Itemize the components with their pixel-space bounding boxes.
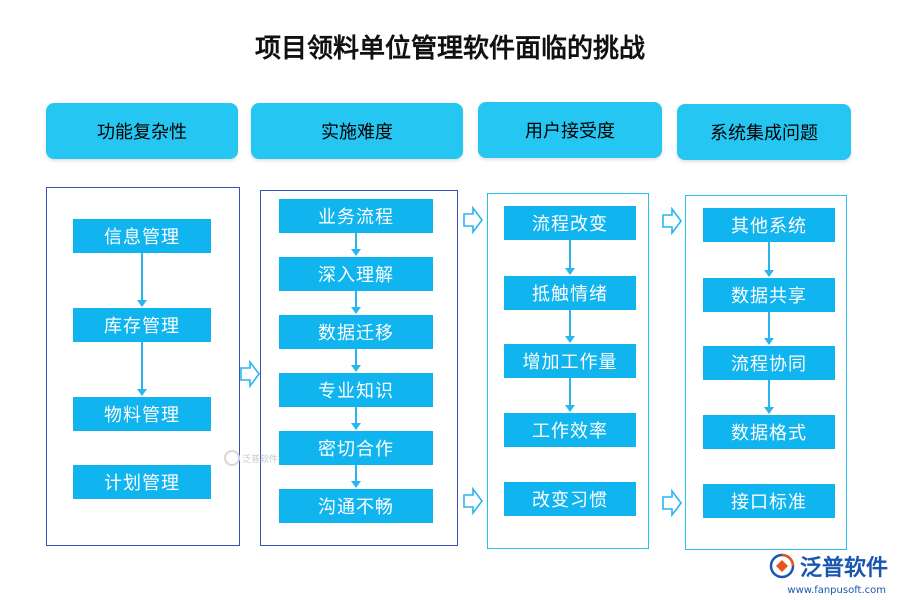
right-arrow-icon bbox=[240, 360, 260, 388]
flow-arrow bbox=[351, 465, 361, 488]
item-expertise: 专业知识 bbox=[279, 373, 433, 407]
header-implementation-difficulty: 实施难度 bbox=[251, 103, 463, 159]
flow-arrow bbox=[764, 312, 774, 345]
flow-arrow bbox=[764, 242, 774, 277]
right-arrow-icon bbox=[463, 206, 483, 234]
item-data-migration: 数据迁移 bbox=[279, 315, 433, 349]
flow-arrow bbox=[137, 253, 147, 307]
watermark-logo-icon bbox=[224, 450, 240, 466]
flow-arrow bbox=[351, 291, 361, 314]
flow-arrow bbox=[351, 407, 361, 430]
header-system-integration: 系统集成问题 bbox=[677, 104, 851, 160]
flow-arrow bbox=[137, 342, 147, 396]
item-inventory-management: 库存管理 bbox=[73, 308, 211, 342]
right-arrow-icon bbox=[662, 207, 682, 235]
header-user-acceptance: 用户接受度 bbox=[478, 102, 662, 158]
item-deep-understanding: 深入理解 bbox=[279, 257, 433, 291]
flow-arrow bbox=[565, 310, 575, 343]
flow-arrow bbox=[565, 240, 575, 275]
fanpu-logo-icon bbox=[769, 553, 795, 579]
right-arrow-icon bbox=[662, 489, 682, 517]
item-resistance: 抵触情绪 bbox=[504, 276, 636, 310]
brand-logo: 泛普软件 bbox=[768, 550, 888, 582]
header-functional-complexity: 功能复杂性 bbox=[46, 103, 238, 159]
item-business-process: 业务流程 bbox=[279, 199, 433, 233]
item-info-management: 信息管理 bbox=[73, 219, 211, 253]
item-data-sharing: 数据共享 bbox=[703, 278, 835, 312]
watermark-text: 泛普软件 bbox=[242, 454, 279, 465]
page-title: 项目领料单位管理软件面临的挑战 bbox=[254, 34, 645, 64]
item-poor-communication: 沟通不畅 bbox=[279, 489, 433, 523]
flow-arrow bbox=[764, 380, 774, 414]
item-process-change: 流程改变 bbox=[504, 206, 636, 240]
item-close-cooperation: 密切合作 bbox=[279, 431, 433, 465]
flow-arrow bbox=[351, 349, 361, 372]
item-plan-management: 计划管理 bbox=[73, 465, 211, 499]
flow-arrow bbox=[351, 233, 361, 256]
item-material-management: 物料管理 bbox=[73, 397, 211, 431]
brand-name: 泛普软件 bbox=[799, 556, 888, 581]
item-change-habits: 改变习惯 bbox=[504, 482, 636, 516]
flow-arrow bbox=[565, 378, 575, 412]
item-data-format: 数据格式 bbox=[703, 415, 835, 449]
item-process-collaboration: 流程协同 bbox=[703, 346, 835, 380]
item-interface-standard: 接口标准 bbox=[703, 484, 835, 518]
item-other-systems: 其他系统 bbox=[703, 208, 835, 242]
right-arrow-icon bbox=[463, 487, 483, 515]
watermark: 泛普软件 bbox=[224, 450, 278, 466]
item-increased-workload: 增加工作量 bbox=[504, 344, 636, 378]
item-work-efficiency: 工作效率 bbox=[504, 413, 636, 447]
brand-url: www.fanpusoft.com bbox=[787, 585, 886, 596]
